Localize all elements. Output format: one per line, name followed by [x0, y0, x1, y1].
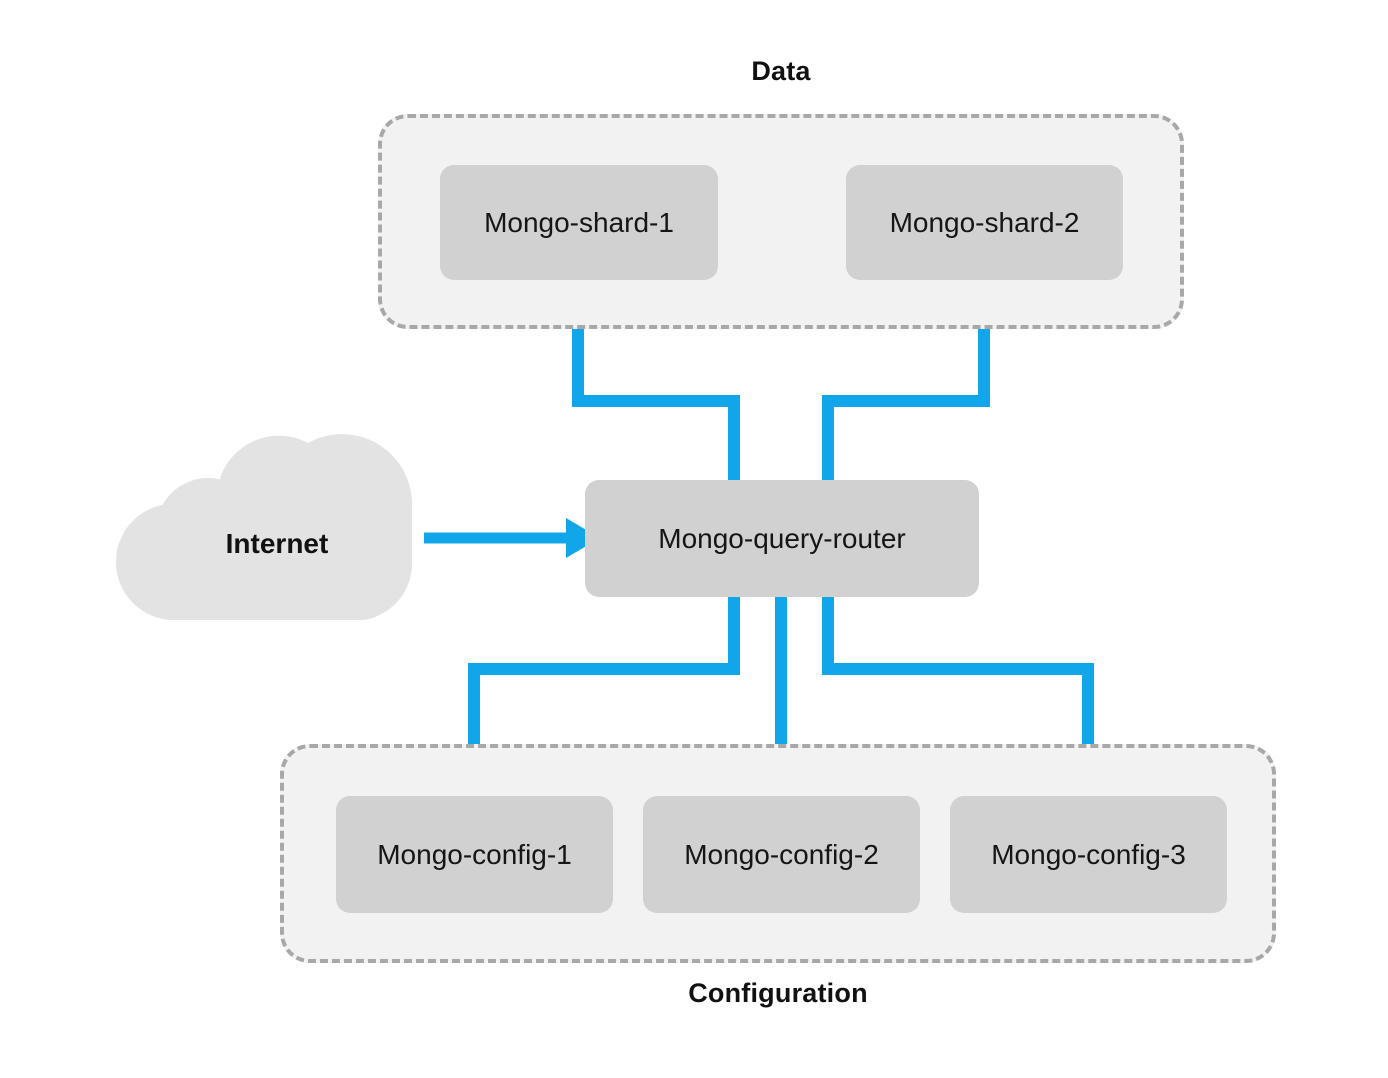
node-label: Mongo-shard-2 [889, 206, 1080, 238]
cloud-icon [115, 434, 413, 620]
node-label: Mongo-config-2 [684, 838, 879, 870]
node-internet-label: Internet [225, 528, 329, 559]
node-internet[interactable]: Internet [112, 418, 456, 632]
group-caption-configuration: Configuration [688, 978, 868, 1008]
group-caption-data: Data [751, 56, 811, 86]
node-label: Mongo-config-1 [377, 838, 572, 870]
node-mongo-shard-1[interactable]: Mongo-shard-1 [440, 165, 718, 280]
node-mongo-shard-2[interactable]: Mongo-shard-2 [846, 165, 1123, 280]
node-mongo-query-router[interactable]: Mongo-query-router [585, 480, 979, 597]
node-mongo-config-1[interactable]: Mongo-config-1 [336, 796, 613, 913]
node-mongo-config-2[interactable]: Mongo-config-2 [643, 796, 920, 913]
node-label: Mongo-config-3 [991, 838, 1186, 870]
node-label: Mongo-query-router [658, 522, 906, 554]
node-label: Mongo-shard-1 [484, 206, 674, 238]
node-mongo-config-3[interactable]: Mongo-config-3 [950, 796, 1227, 913]
